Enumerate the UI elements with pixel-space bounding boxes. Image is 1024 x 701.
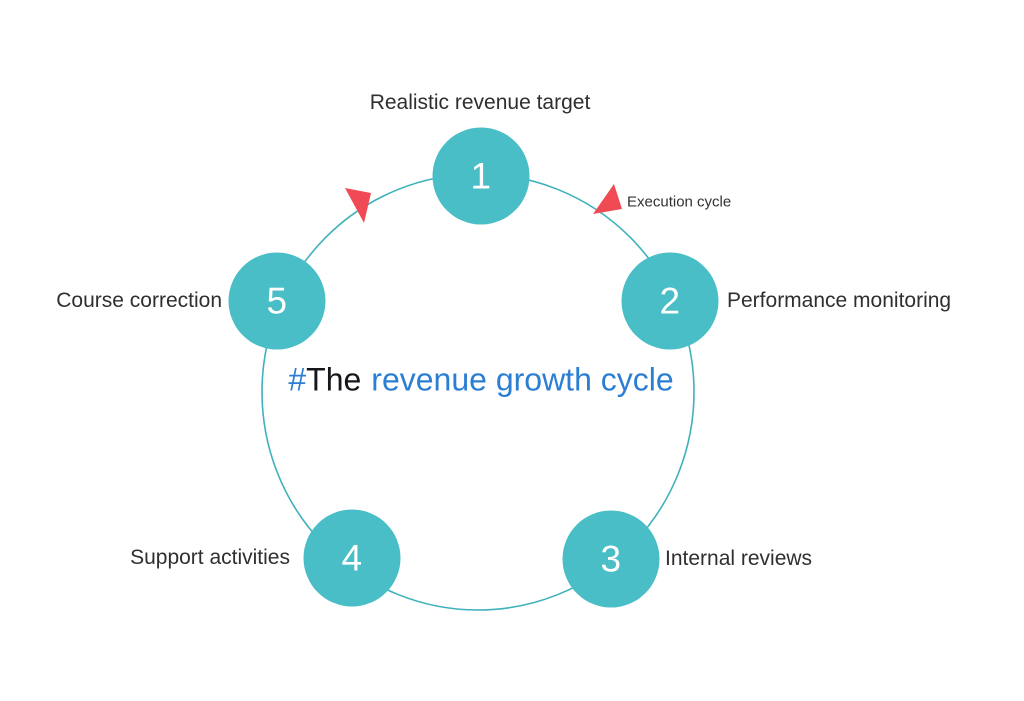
step-number-3: 3: [600, 538, 622, 579]
step-circle-1: 1: [432, 127, 530, 225]
execution-cycle-label: Execution cycle: [627, 193, 732, 211]
step-number-1: 1: [470, 155, 492, 196]
title-rest: revenue growth cycle: [371, 361, 674, 398]
step-number-4: 4: [341, 537, 363, 578]
step-number-5: 5: [266, 280, 288, 321]
step-label-realistic-revenue-target: Realistic revenue target: [369, 91, 591, 114]
step-circle-2: 2: [621, 252, 719, 350]
step-number-2: 2: [659, 280, 681, 321]
step-circle-4: 4: [303, 509, 401, 607]
step-label-performance-monitoring: Performance monitoring: [727, 289, 952, 312]
step-circle-5: 5: [228, 252, 326, 350]
step-label-course-correction: Course correction: [56, 289, 222, 312]
step-label-internal-reviews: Internal reviews: [665, 547, 813, 570]
cycle-arrow-right-icon: [593, 184, 622, 214]
title-hash: #: [288, 361, 307, 398]
step-label-support-activities: Support activities: [130, 546, 290, 569]
step-circle-3: 3: [562, 510, 660, 608]
cycle-arrow-left-icon: [345, 188, 371, 223]
title-the: The: [306, 361, 362, 398]
